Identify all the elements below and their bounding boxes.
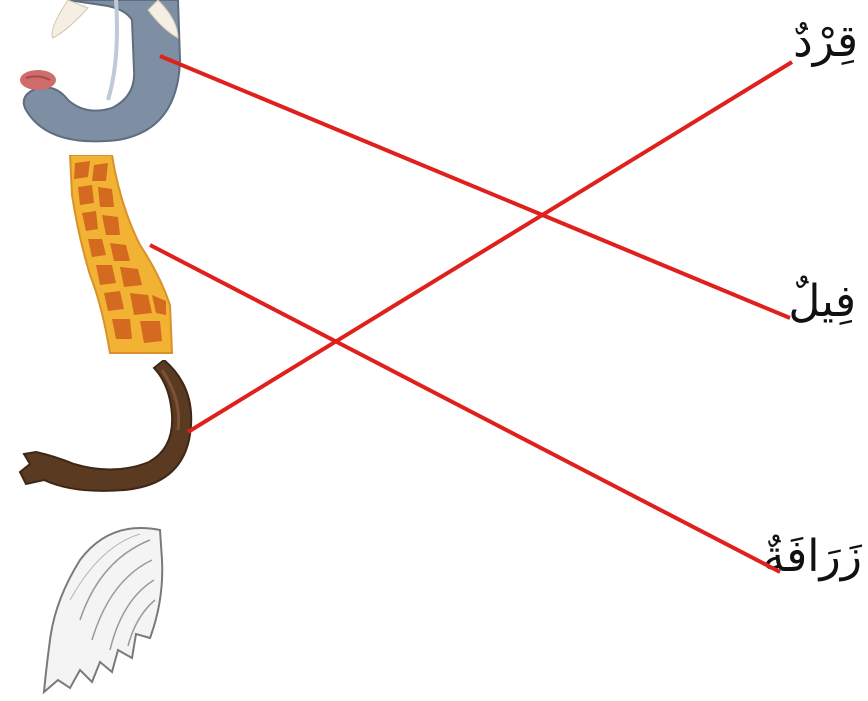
- giraffe-neck-icon: [68, 155, 174, 354]
- line-giraffe-to-zarafa: [149, 243, 781, 574]
- elephant-trunk-image[interactable]: [8, 0, 188, 150]
- bird-wing-image[interactable]: [40, 520, 170, 695]
- word-elephant[interactable]: فِيلٌ: [788, 276, 856, 327]
- elephant-trunk-icon: [20, 0, 182, 143]
- word-monkey[interactable]: قِرْدٌ: [793, 16, 858, 67]
- line-tail-to-qird: [186, 60, 794, 434]
- bird-wing-icon: [42, 527, 164, 695]
- giraffe-neck-image[interactable]: [60, 155, 180, 355]
- line-elephant-to-fil: [159, 54, 791, 320]
- monkey-tail-image[interactable]: [14, 360, 199, 500]
- monkey-tail-icon: [18, 360, 193, 492]
